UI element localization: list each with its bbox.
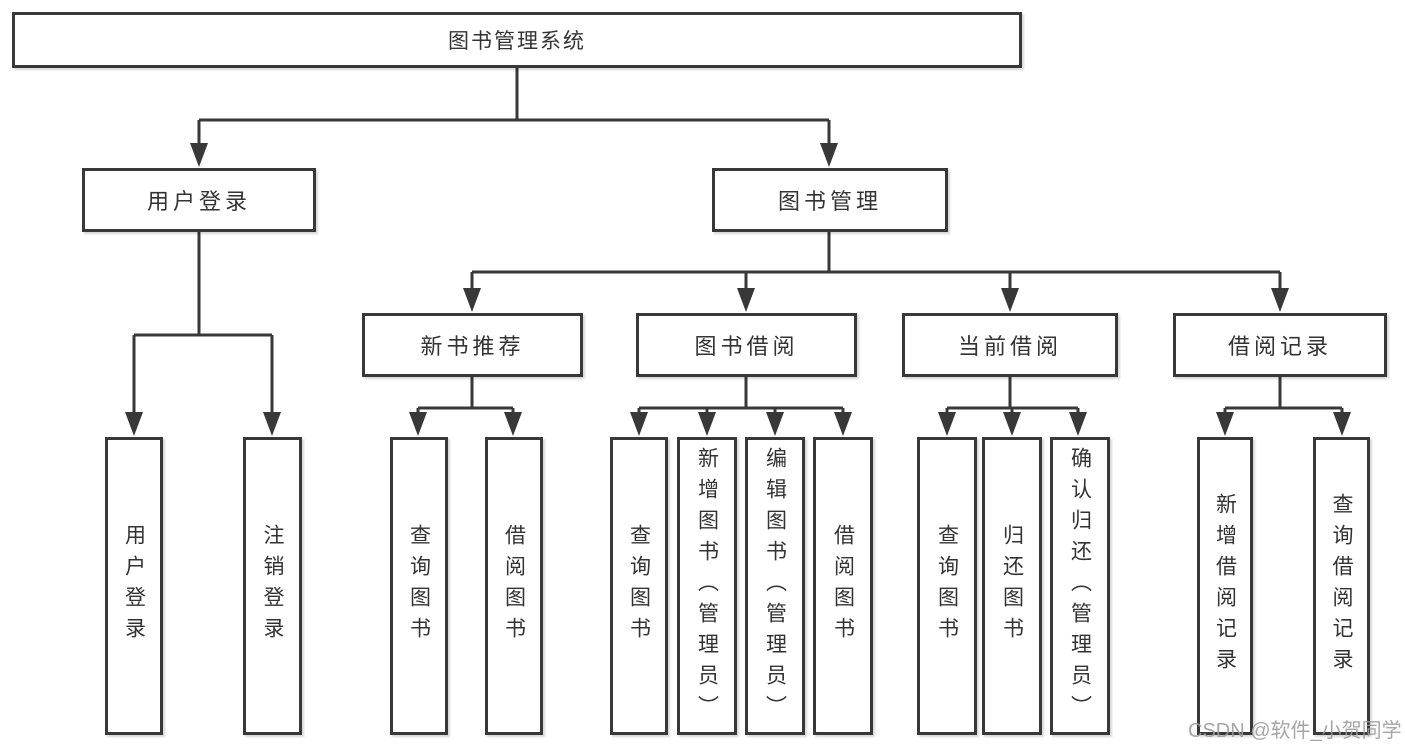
leaf-current-query-book: 查询图书	[917, 437, 977, 735]
leaf-current-confirm-return-admin: 确认归还（管理员）	[1050, 437, 1110, 735]
leaf-borrowing-borrow-book: 借阅图书	[813, 437, 873, 735]
node-borrowing-records: 借阅记录	[1173, 313, 1387, 377]
node-book-borrowing: 图书借阅	[636, 313, 857, 377]
leaf-borrowing-query-book: 查询图书	[610, 437, 668, 735]
node-new-book-recommendation: 新书推荐	[362, 313, 583, 377]
leaf-label: 借阅图书	[831, 524, 855, 648]
leaf-label: 用户登录	[122, 524, 146, 648]
leaf-label: 注销登录	[261, 524, 284, 648]
leaf-label: 借阅图书	[502, 524, 526, 648]
leaf-label: 新增图书（管理员）	[695, 446, 719, 726]
leaf-label: 查询图书	[627, 524, 651, 648]
leaf-borrowing-add-book-admin: 新增图书（管理员）	[677, 437, 737, 735]
node-book-management: 图书管理	[712, 168, 948, 232]
leaf-current-return-book: 归还图书	[982, 437, 1042, 735]
leaf-recommend-borrow-book: 借阅图书	[485, 437, 543, 735]
leaf-user-login: 用户登录	[105, 437, 163, 735]
node-user-login: 用户登录	[82, 168, 316, 232]
node-current-borrowing: 当前借阅	[902, 313, 1118, 377]
leaf-label: 编辑图书（管理员）	[763, 446, 787, 726]
leaf-logout: 注销登录	[243, 437, 302, 735]
leaf-borrowing-edit-book-admin: 编辑图书（管理员）	[745, 437, 805, 735]
leaf-records-add-record: 新增借阅记录	[1197, 437, 1253, 735]
leaf-label: 确认归还（管理员）	[1068, 446, 1092, 726]
leaf-recommend-query-book: 查询图书	[390, 437, 448, 735]
node-library-system: 图书管理系统	[12, 12, 1022, 68]
leaf-records-query-record: 查询借阅记录	[1313, 437, 1370, 735]
leaf-label: 查询图书	[407, 524, 431, 648]
leaf-label: 归还图书	[1000, 524, 1024, 648]
leaf-label: 查询借阅记录	[1330, 493, 1353, 679]
leaf-label: 查询图书	[935, 524, 959, 648]
leaf-label: 新增借阅记录	[1213, 493, 1237, 679]
